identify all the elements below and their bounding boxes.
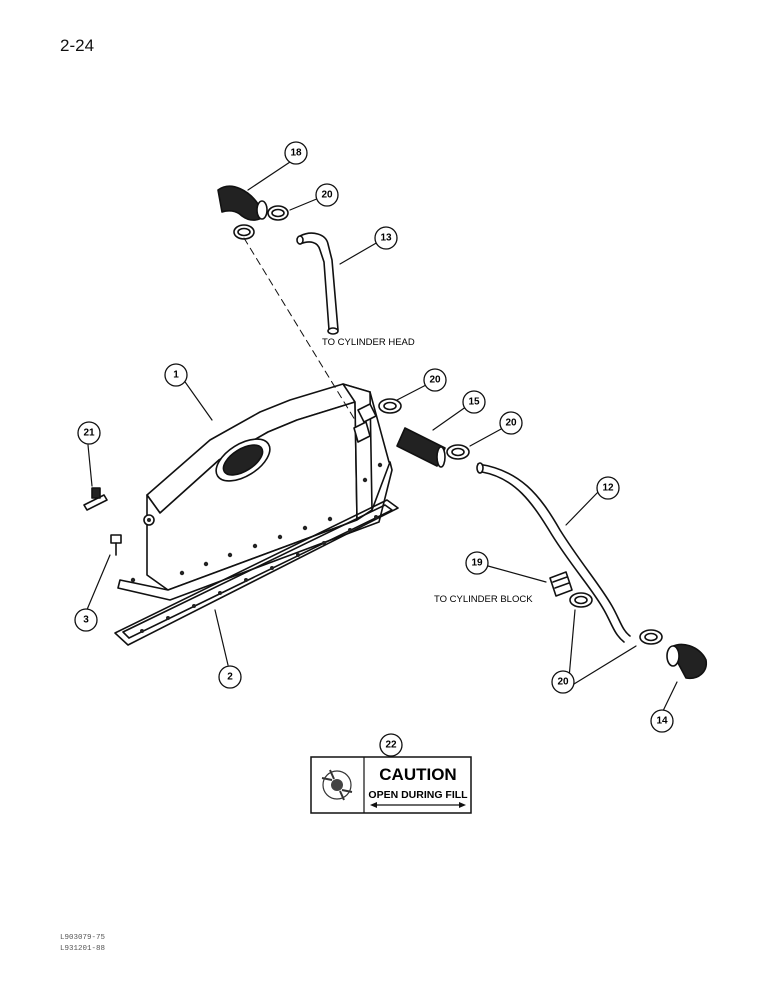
note-to-cylinder-head: TO CYLINDER HEAD: [322, 337, 415, 348]
footer-code-2: L931201-88: [60, 945, 106, 953]
hose-clamp-block: [569, 592, 593, 608]
double-arrow-icon: [370, 802, 466, 808]
hose-clamp-bottom: [639, 629, 663, 645]
radiator-cap-icon: [321, 769, 353, 801]
leader-lines: [85, 161, 678, 714]
callout-20: 20: [321, 190, 333, 201]
gasket-part: [114, 499, 399, 646]
decal-title: CAUTION: [379, 765, 456, 784]
coolant-manifold-part: [117, 383, 393, 601]
note-to-cylinder-block: TO CYLINDER BLOCK: [434, 594, 533, 605]
hose-clamp-right: [446, 444, 470, 460]
caution-decal: CAUTION OPEN DURING FILL: [310, 756, 472, 814]
tube-part-12: [476, 462, 631, 643]
hose-clamp-lower-left: [233, 224, 255, 240]
callout-20: 20: [557, 677, 569, 688]
callout-21: 21: [83, 428, 95, 439]
bleed-screw-part: [83, 487, 108, 511]
callout-20: 20: [429, 375, 441, 386]
hose-clamp-mid: [378, 398, 402, 414]
callout-circles: [74, 141, 674, 757]
fitting-part-19: [549, 571, 573, 597]
callout-12: 12: [602, 483, 614, 494]
hose-clamp-upper: [267, 205, 289, 221]
bolt-part: [110, 534, 122, 556]
callout-13: 13: [380, 233, 392, 244]
callout-15: 15: [468, 397, 480, 408]
callout-1: 1: [173, 370, 179, 381]
callout-3: 3: [83, 615, 89, 626]
footer-codes: L903079-75 L931201-88: [60, 933, 105, 955]
page-number: 2-24: [60, 36, 95, 55]
callout-19: 19: [471, 558, 483, 569]
footer-code-1: L903079-75: [60, 934, 106, 942]
hose-part-15: [396, 427, 446, 468]
callout-14: 14: [656, 716, 668, 727]
callout-20: 20: [505, 418, 517, 429]
callout-22: 22: [385, 740, 397, 751]
callout-2: 2: [227, 672, 233, 683]
tube-part-13: [296, 232, 339, 335]
alignment-line: [243, 237, 356, 421]
callout-18: 18: [290, 148, 302, 159]
hose-cap-part-14: [666, 643, 708, 680]
decal-subtitle: OPEN DURING FILL: [368, 789, 468, 801]
elbow-hose-part: [217, 185, 268, 221]
